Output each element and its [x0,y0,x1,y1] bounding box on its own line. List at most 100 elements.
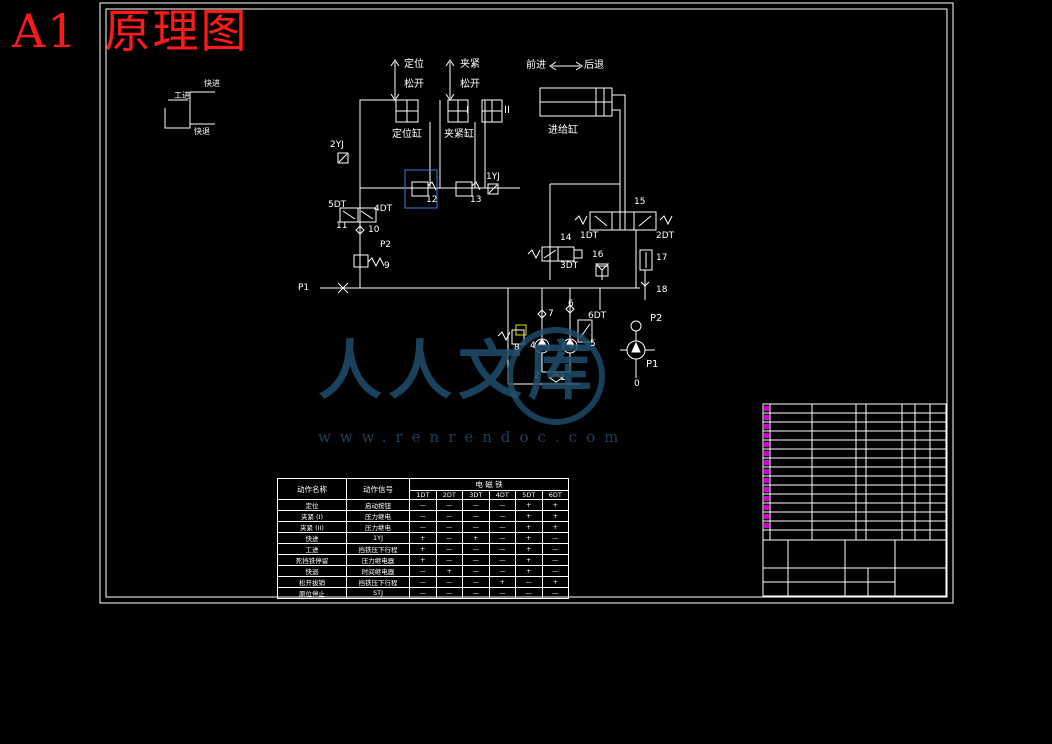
cell-solenoid-state: — [462,576,490,588]
valve-3dt [527,246,583,262]
label-15: 15 [634,197,646,207]
cell-solenoid-state: + [515,565,543,577]
cell-solenoid-state: + [435,565,463,577]
col-3dt: 3DT [462,490,490,500]
cell-solenoid-state: — [488,554,516,566]
cell-solenoid-state: — [409,576,437,588]
label-5dt: 5DT [328,200,347,210]
valve-5dt-4dt [339,207,377,223]
cell-action: 定位 [277,499,347,511]
cell-solenoid-state: — [435,510,463,522]
table-row: 定位启动按钮————++ [277,499,569,511]
cell-solenoid-state: — [435,499,463,511]
label-8: 8 [514,343,520,353]
filter-1 [549,373,563,383]
cell-solenoid-state: + [462,532,490,544]
table-row: 死挡铁停留压力继电器+———+— [277,554,569,566]
label-2yj: 2YJ [330,140,344,150]
cell-solenoid-state: + [541,521,569,533]
cell-solenoid-state: — [435,521,463,533]
cell-solenoid-state: + [488,576,516,588]
throttle-valve-16 [594,263,610,271]
label-18: 18 [656,285,668,295]
inset-cycle-diagram [164,91,215,129]
label-houtui: 后退 [584,60,604,71]
cell-solenoid-state: — [515,576,543,588]
label-1dt: 1DT [580,231,599,241]
highlight-box-12 [404,169,438,209]
cell-solenoid-state: — [462,510,490,522]
label-qianjin: 前进 [526,60,546,71]
table-row: 快退时间继电器—+——+— [277,565,569,577]
label-3: 3 [568,341,574,351]
cell-action: 死挡铁停留 [277,554,347,566]
label-6dt: 6DT [588,311,607,321]
cell-solenoid-state: — [462,565,490,577]
label-16: 16 [592,250,604,260]
positioning-cylinder [395,99,419,123]
cell-solenoid-state: — [541,543,569,555]
cell-solenoid-state: — [541,565,569,577]
label-p1-inlet: P1 [298,283,310,293]
valve-12 [411,181,429,197]
label-10: 10 [368,225,380,235]
cell-signal: 启动按钮 [346,499,410,511]
label-9: 9 [384,261,390,271]
label-dingwei: 定位 [404,59,424,70]
table-subheader-row: 1DT 2DT 3DT 4DT 5DT 6DT [278,490,569,500]
label-7: 7 [548,309,554,319]
cell-signal: 1YJ [346,532,410,544]
cell-solenoid-state: + [409,554,437,566]
cell-solenoid-state: — [515,587,543,599]
cell-signal: 压力继电器 [346,554,410,566]
cell-action: 夹紧 (I) [277,510,347,522]
label-3dt: 3DT [560,261,579,271]
cell-solenoid-state: — [435,543,463,555]
cell-solenoid-state: — [462,543,490,555]
label-11: 11 [336,221,348,231]
label-13: 13 [470,195,482,205]
cell-solenoid-state: — [541,554,569,566]
cell-signal: 压力继电 [346,510,410,522]
cell-solenoid-state: — [488,510,516,522]
cell-solenoid-state: — [488,499,516,511]
table-header-row: 动作名称 动作信号 电 磁 铁 [277,478,569,500]
label-17: 17 [656,253,668,263]
table-body: 定位启动按钮————++夹紧 (I)压力继电————++夹紧 (II)压力继电—… [277,499,569,599]
valve-13 [455,181,473,197]
label-songkai-2: 松开 [460,79,480,90]
valve-17 [639,249,653,271]
table-row: 夹紧 (II)压力继电————++ [277,521,569,533]
label-dingwei-gang: 定位缸 [392,129,422,140]
cell-action: 松开拔销 [277,576,347,588]
inset-label-a: 工进 [174,91,190,100]
cell-signal: STJ [346,587,410,599]
label-P2-gauge: P2 [650,313,663,324]
cell-solenoid-state: + [409,532,437,544]
label-p2-small: P2 [380,240,392,250]
cell-solenoid-state: + [409,543,437,555]
col-6dt: 6DT [541,490,569,500]
cell-signal: 压力继电 [346,521,410,533]
cell-solenoid-state: + [541,576,569,588]
label-14: 14 [560,233,572,243]
table-row: 工进挡铁压下行程+———+— [277,543,569,555]
cell-action: 夹紧 (II) [277,521,347,533]
label-4dt: 4DT [374,204,393,214]
label-1yj: 1YJ [486,172,500,182]
cell-solenoid-state: — [409,521,437,533]
cell-action: 原位停止 [277,587,347,599]
cell-solenoid-state: — [488,565,516,577]
cell-solenoid-state: + [515,521,543,533]
label-1: 1 [560,373,566,383]
cell-solenoid-state: + [515,554,543,566]
col-5dt: 5DT [515,490,543,500]
clamp-cylinder-1 [447,99,469,123]
cell-action: 快进 [277,532,347,544]
label-4: 4 [530,341,536,351]
watermark-url: www.renrendoc.com [318,428,628,446]
cell-solenoid-state: + [515,532,543,544]
